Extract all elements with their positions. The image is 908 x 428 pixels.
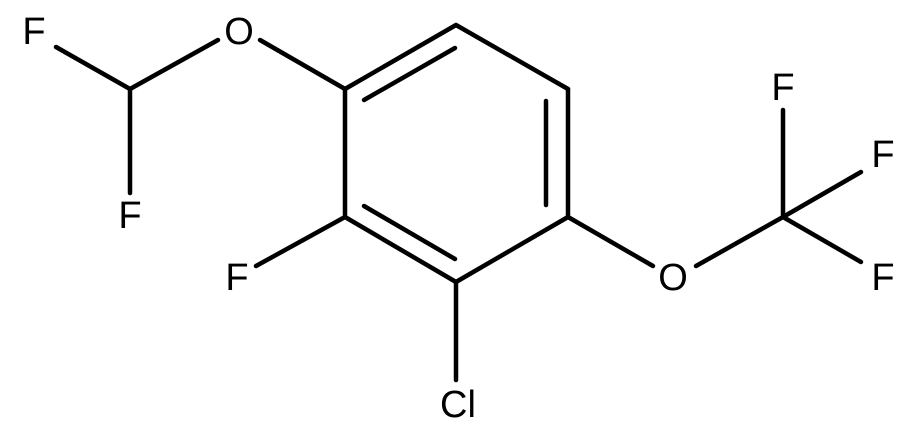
bond-o-to-ch [127,37,221,92]
bond-ch-to-f-top [53,44,133,92]
atom-o-ether-right: O [658,257,688,299]
bond-ring-to-o-right [565,214,656,269]
bond-ring-top-right [453,22,571,92]
bond-cf3-to-f-bottom [780,214,864,265]
bond-o-to-cf3 [693,214,786,269]
bond-ring-bottom-right [453,214,571,285]
bond-cf3-to-f-middle [780,169,864,220]
atom-f-chf2-bottom: F [118,195,141,237]
bond-ring-inner-bottom-left [361,203,458,262]
atom-cl-ring: Cl [440,384,476,426]
atom-f-chf2-top: F [22,11,45,53]
bond-ring-to-f [253,214,348,269]
bond-ring-inner-top-left [361,45,458,103]
atom-f-cf3-bottom: F [871,257,894,299]
atom-o-ether-top: O [224,11,254,53]
atom-f-ring: F [225,257,248,299]
atom-f-cf3-top: F [771,67,794,109]
bond-ring-to-o-top [257,37,348,92]
bond-ring-top-left [342,22,459,92]
atom-f-cf3-middle: F [871,134,894,176]
bond-ring-bottom-left [342,214,459,285]
